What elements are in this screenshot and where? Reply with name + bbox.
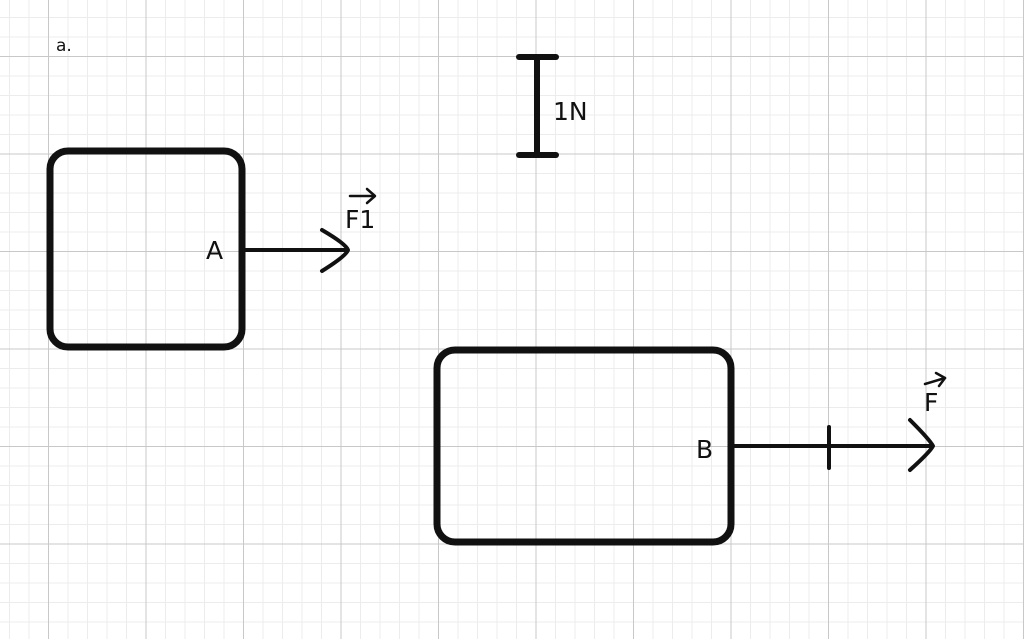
force-f-label: F: [924, 388, 939, 417]
force-arrow-f: [729, 418, 935, 472]
scale-label: 1N: [553, 97, 588, 126]
force-f1-label: F1: [345, 205, 376, 234]
scale-bar: [516, 54, 559, 158]
vector-arrow-f1: [348, 187, 377, 205]
force-arrow-f1: [240, 228, 350, 273]
point-b-label: B: [696, 435, 714, 464]
vector-arrow-f: [923, 371, 947, 388]
box-b: [433, 346, 735, 546]
part-label: a.: [56, 36, 72, 56]
point-a-label: A: [206, 236, 224, 265]
